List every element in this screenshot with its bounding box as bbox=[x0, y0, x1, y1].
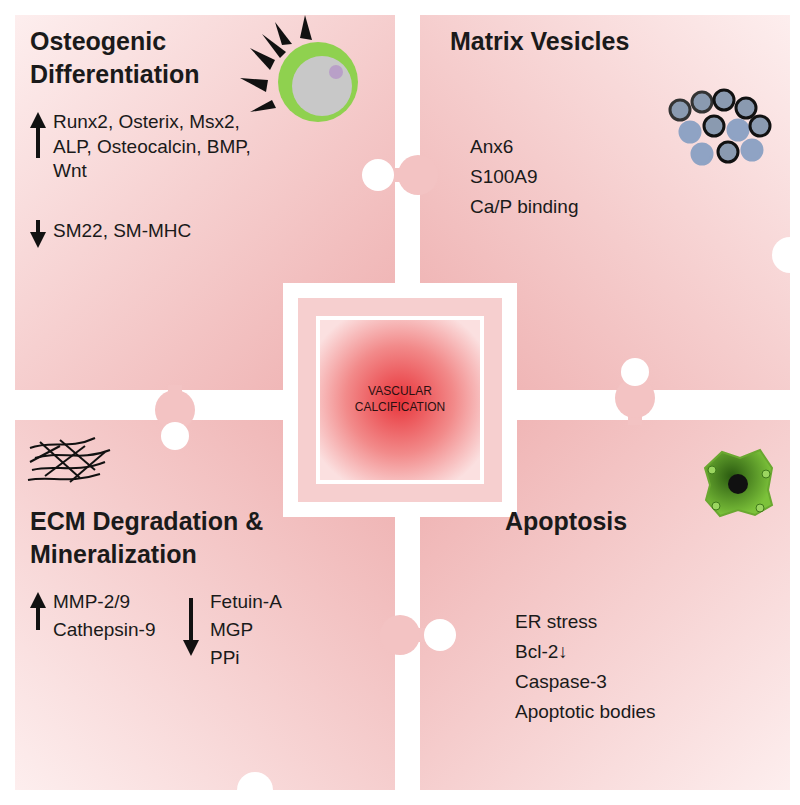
marker-list: SM22, SM-MHC bbox=[53, 219, 283, 244]
marker-item: ER stress bbox=[515, 610, 765, 635]
center-box: VASCULAR CALCIFICATION bbox=[320, 320, 480, 480]
fiber-icon bbox=[28, 438, 110, 482]
piece-heading: ECM Degradation & Mineralization bbox=[30, 505, 330, 570]
apoptotic-cell-icon bbox=[705, 450, 772, 516]
piece-heading: Apoptosis bbox=[505, 505, 725, 538]
puzzle-holes bbox=[161, 159, 800, 805]
marker-item: Fetuin-A bbox=[210, 590, 370, 615]
marker-item: MGP bbox=[210, 618, 370, 643]
marker-item: S100A9 bbox=[470, 165, 670, 190]
marker-item: MMP-2/9 bbox=[53, 590, 193, 615]
vesicle-icon bbox=[670, 90, 770, 164]
marker-item: Cathepsin-9 bbox=[53, 618, 193, 643]
puzzle-piece-text: Osteogenic DifferentiationRunx2, Osterix… bbox=[15, 15, 395, 390]
puzzle-piece-text: ECM Degradation & MineralizationMMP-2/9C… bbox=[15, 420, 395, 790]
puzzle-piece-text: Apoptosis ER stressBcl-2↓ Caspase-3Apoptot… bbox=[420, 420, 790, 790]
center-frame bbox=[283, 283, 517, 517]
piece-heading: Osteogenic Differentiation bbox=[30, 25, 270, 90]
marker-item: Bcl-2↓ bbox=[515, 640, 765, 665]
marker-item: Apoptotic bodies bbox=[515, 700, 765, 725]
puzzle-knobs bbox=[155, 155, 655, 655]
trend-arrows bbox=[30, 112, 199, 656]
marker-item: PPi bbox=[210, 646, 370, 671]
center-label: VASCULAR CALCIFICATION bbox=[330, 384, 470, 415]
marker-list: Runx2, Osterix, Msx2, ALP, Osteocalcin, … bbox=[53, 110, 268, 184]
center-square bbox=[318, 318, 482, 482]
piece-heading: Matrix Vesicles bbox=[450, 25, 750, 58]
puzzle-piece-text: Matrix VesiclesAnx6S100A9Ca/P binding bbox=[420, 15, 790, 390]
marker-item: Anx6 bbox=[470, 135, 670, 160]
center-frame bbox=[298, 298, 502, 502]
marker-item: Caspase-3 bbox=[515, 670, 765, 695]
marker-item: Ca/P binding bbox=[470, 195, 670, 220]
osteoblast-icon bbox=[240, 15, 358, 122]
